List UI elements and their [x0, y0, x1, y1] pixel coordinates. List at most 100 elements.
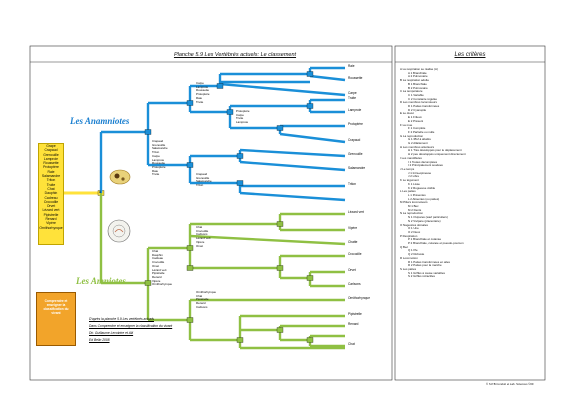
criterion-state: G 2 Allaitement — [408, 141, 428, 146]
group-species: Triton — [152, 150, 160, 155]
root-species-item: Protoptère — [43, 165, 59, 170]
leaf-label: Orvet — [348, 268, 356, 272]
criteria-panel-frame — [394, 45, 546, 381]
group-species: Carlsons — [196, 232, 208, 237]
footer-line1: D'après la planche 5.9 Les vertébrés act… — [89, 317, 154, 321]
group-species: Ornithorhynque — [196, 290, 216, 294]
group-species: Chat — [152, 249, 159, 253]
leaf-label: Carlsons — [348, 282, 361, 286]
branch-node — [236, 180, 244, 186]
criterion-state: M 1 Bec — [408, 204, 419, 209]
leaf-label: Chatte — [348, 240, 358, 244]
branch-node — [276, 125, 284, 131]
criterion-state: G 1 Œuf à abattre — [408, 137, 431, 142]
criterion-state: N 1 Ovipares (sauf particuliers) — [408, 215, 448, 220]
leaf-label: Pipistrelle — [348, 312, 362, 316]
anamniotes-label: Les Anamniotes — [70, 116, 130, 126]
branch-line — [239, 148, 346, 158]
branch-line — [239, 191, 346, 202]
branch-node — [144, 129, 152, 135]
leaf-label: Truite — [348, 96, 357, 100]
root-species-item: Grenouille — [43, 152, 59, 157]
root-species-item: Cadreau — [44, 195, 58, 200]
criterion-heading: O Nageoires dorsales — [400, 222, 428, 227]
criterion-state: J 1 Intra-épineuse — [408, 170, 432, 175]
branch-node — [306, 337, 314, 343]
criterion-heading: L Les pattes — [400, 189, 416, 194]
group-species: Pipistrelle — [152, 271, 165, 276]
criterion-heading: C La température — [400, 89, 423, 94]
leaf-label: Crocodile — [348, 252, 362, 256]
criterion-heading: F La mue — [400, 122, 413, 127]
leaf-label: Crapaud — [348, 138, 361, 142]
group-species: Carpe — [152, 153, 160, 158]
criterion-heading: M Piliers locomoteurs — [400, 200, 428, 205]
branch-node — [276, 221, 284, 227]
leaf-label: Lézard vert — [348, 210, 364, 214]
group-species: Salamandre — [152, 146, 168, 151]
root-species-item: Lamproie — [43, 156, 59, 161]
branch-node — [276, 327, 284, 333]
criterion-heading: P Respiration — [400, 233, 418, 238]
root-species-item: Orvet — [46, 204, 56, 209]
group-species: Salamandre — [196, 179, 212, 184]
leaf-label: Roussette — [348, 76, 363, 80]
branch-node — [236, 153, 244, 159]
criterion-state: B 1 Branchiale — [408, 81, 427, 86]
criterion-state: L 2 Absentes (ou pattes) — [408, 196, 440, 201]
leaf-label: Carpe — [348, 91, 357, 95]
group-species: Vipère — [196, 239, 205, 244]
criterion-state: I 1 Toutes décomptées — [408, 159, 438, 164]
criterion-state: S 1 Griffes à cause variables — [408, 270, 445, 275]
root-species-item: Chat — [47, 186, 55, 191]
group-species: Lamproie — [196, 84, 209, 89]
criterion-state: N 2 Vivipare (placentaire) — [408, 218, 441, 223]
criterion-heading: R Locomotion — [400, 255, 418, 260]
copyright-text: © S.P.B.Conduit et Lab. Sciences ©09 — [486, 382, 534, 386]
root-species-item: Truite — [46, 182, 56, 187]
group-species: Truite — [152, 172, 160, 177]
group-species: Carlsons — [196, 304, 208, 309]
branch-node — [306, 103, 314, 109]
leaf-label: Lamproie — [348, 108, 362, 112]
group-species: Protoptère — [152, 164, 166, 169]
group-species: Grenouille — [196, 175, 210, 180]
leaf-label: Ornithorhynque — [348, 296, 370, 300]
branch-node — [226, 109, 234, 115]
criterion-state: R 2 Pattes pour la marche — [408, 263, 442, 268]
group-species: Roussette — [196, 88, 210, 93]
criterion-state: Q 1 Pie — [408, 248, 418, 253]
footer-line3: Dir. Guillaume Lecointre et Alii — [89, 331, 134, 335]
criterion-state: C 2 Constante régulée — [408, 96, 437, 101]
group-species: Dauphin — [152, 252, 163, 257]
group-species: Lézard vert — [196, 236, 211, 241]
root-species-item: Crapaud — [44, 148, 58, 153]
root-species-item: Pipistrelle — [43, 212, 59, 217]
group-species: Pipistrelle — [196, 297, 209, 302]
leaf-label: Raie — [348, 64, 355, 68]
group-species: Truite — [236, 116, 244, 121]
criterion-state: K 1 Lisse — [408, 181, 420, 186]
group-species: Carpe — [236, 112, 244, 117]
root-species-item: Vipère — [46, 221, 56, 226]
branch-node — [144, 280, 152, 286]
group-species: Truite — [196, 99, 204, 104]
criterion-state: E 1 Frileux — [408, 115, 422, 120]
root-species-item: Raie — [47, 169, 55, 174]
root-species-item: Renard — [45, 217, 57, 222]
criterion-state: H 2 peu développés uniquement directemen… — [408, 152, 466, 157]
root-species-item: Salamandre — [41, 174, 61, 179]
criterion-state: O 2 Deux — [408, 229, 421, 234]
frog-egg-illustration — [108, 168, 132, 186]
group-species: Crocodile — [152, 260, 165, 265]
criterion-state: J 2 Libre — [408, 174, 420, 179]
group-species: Lamproie — [236, 120, 249, 125]
leaf-label: Renard — [348, 322, 359, 326]
branch-line — [219, 82, 346, 97]
